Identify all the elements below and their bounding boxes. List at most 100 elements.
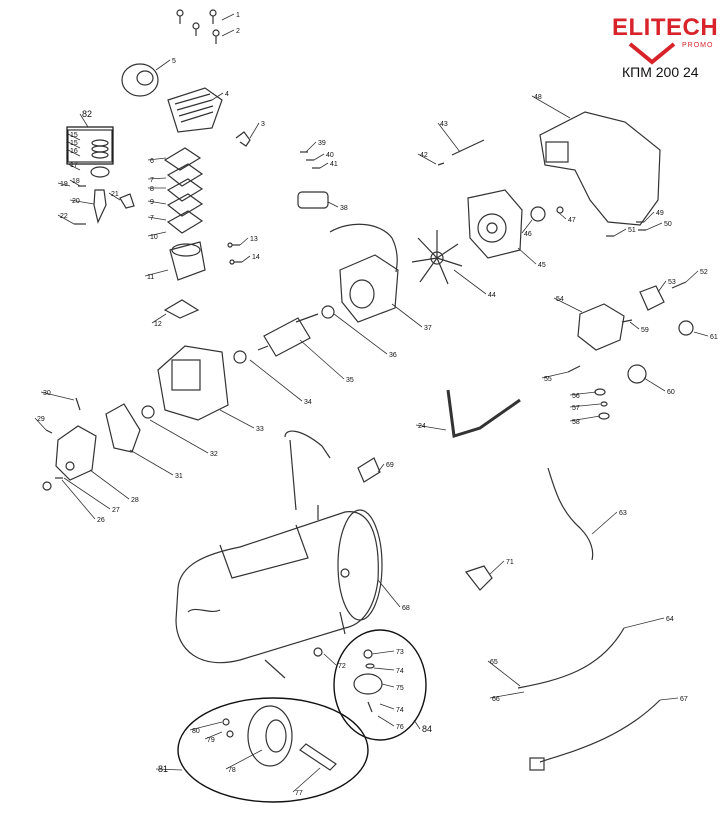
callout-leader-line: [487, 660, 521, 687]
part-number-label: 27: [112, 507, 120, 514]
part-number-label: 3: [261, 121, 265, 128]
crankcase-part: [157, 345, 229, 421]
callout-leader-line: [69, 199, 95, 205]
callout-leader-line: [249, 122, 260, 139]
fan-shroud-part: [539, 111, 661, 226]
fan-cover-part: [121, 63, 159, 97]
part-drawings: [42, 9, 694, 771]
part-number-label: 48: [534, 94, 542, 101]
callout-leader-line: [225, 749, 263, 770]
callout-leader-line: [147, 231, 167, 237]
part-number-label: 28: [131, 497, 139, 504]
part-number-label: 32: [210, 451, 218, 458]
part-number-label: 79: [207, 737, 215, 744]
part-number-label: 42: [420, 152, 428, 159]
part-number-label: 2: [236, 28, 240, 35]
part-number-label: 43: [440, 121, 448, 128]
part-number-label: 18: [72, 178, 80, 185]
callout-leader-line: [373, 667, 395, 671]
callout-leader-line: [685, 270, 699, 283]
part-number-label: 50: [664, 221, 672, 228]
callout-leader-line: [391, 303, 423, 328]
callout-leader-line: [327, 201, 339, 208]
part-number-label: 19: [60, 181, 68, 188]
plug-cord-part: [539, 699, 661, 763]
brand-chevron-icon: [628, 42, 676, 65]
power-cord-part: [517, 627, 625, 689]
part-number-label: 11: [147, 274, 154, 281]
bracket-part: [235, 131, 251, 147]
callout-leader-line: [437, 122, 461, 153]
part-number-label: 53: [668, 279, 676, 286]
part-number-label: 68: [402, 605, 410, 612]
callout-leader-line: [299, 339, 345, 380]
cylinder-part: [169, 241, 206, 281]
part-number-label: 17: [70, 162, 78, 169]
callout-leader-line: [40, 391, 75, 401]
cable-part: [547, 467, 594, 561]
callout-leader-line: [67, 141, 81, 149]
cylinder-head-part: [167, 87, 223, 133]
callout-leader-line: [144, 269, 169, 277]
part-number-label: 26: [97, 517, 105, 524]
callout-leader-line: [521, 219, 533, 234]
callout-leader-line: [57, 182, 71, 187]
vent-screw-part: [75, 397, 81, 411]
part-number-label: 15: [70, 132, 78, 139]
callout-leader-line: [623, 617, 665, 629]
part-number-label: 22: [60, 213, 68, 220]
callout-leader-line: [292, 767, 321, 793]
ring-part: [530, 206, 546, 222]
part-number-label: 76: [396, 724, 404, 731]
callout-leader-line: [591, 511, 618, 535]
callout-leader-line: [377, 579, 401, 608]
brand-sub: PROMO: [682, 42, 714, 49]
shroud-screw-part: [606, 221, 646, 237]
fan-part: [411, 230, 463, 285]
part-number-label: 69: [386, 462, 394, 469]
part-number-label: 21: [111, 191, 119, 198]
callout-leader-line: [147, 157, 167, 161]
callout-leader-line: [377, 463, 385, 473]
part-number-label: 61: [710, 334, 718, 341]
part-callouts: 1234567897101112131415151617181920212224…: [34, 12, 718, 797]
callout-leader-line: [517, 247, 537, 265]
part-number-label: 41: [330, 161, 338, 168]
callout-leader-line: [155, 768, 183, 771]
callout-leader-line: [241, 255, 251, 263]
bearing-small-part: [233, 350, 247, 364]
part-number-label: 16: [70, 148, 78, 155]
pin-small-part: [437, 162, 445, 166]
callout-leader-line: [489, 691, 525, 699]
part-number-label: 66: [492, 696, 500, 703]
part-number-label: 6: [150, 158, 154, 165]
callout-leader-line: [67, 133, 81, 141]
group-84-outline: [333, 629, 427, 741]
regulator-valve-part: [577, 303, 625, 351]
side-cover-part: [105, 403, 141, 453]
part-number-label: 58: [572, 419, 580, 426]
part-number-label: 35: [346, 377, 354, 384]
part-number-label: 8: [150, 186, 154, 193]
part-number-label: 73: [396, 649, 404, 656]
part-number-label: 63: [619, 510, 627, 517]
callout-leader-line: [221, 13, 235, 21]
callout-leader-line: [693, 331, 709, 337]
part-number-label: 74: [396, 668, 404, 675]
callout-leader-line: [147, 177, 167, 180]
part-number-label: 14: [252, 254, 260, 261]
quick-coupler-part: [567, 365, 581, 373]
part-number-label: 46: [524, 231, 532, 238]
callout-leader-line: [541, 371, 569, 379]
part-number-label: 12: [154, 321, 162, 328]
part-number-label: 47: [568, 217, 576, 224]
gasket-stack-part: [163, 147, 204, 234]
gauge-part: [678, 320, 694, 336]
callout-leader-line: [129, 449, 174, 476]
callout-leader-line: [211, 92, 224, 101]
callout-leader-line: [155, 59, 171, 71]
check-valve-part: [465, 565, 493, 591]
discharge-hose-part: [446, 389, 521, 438]
callout-leader-line: [79, 113, 89, 128]
